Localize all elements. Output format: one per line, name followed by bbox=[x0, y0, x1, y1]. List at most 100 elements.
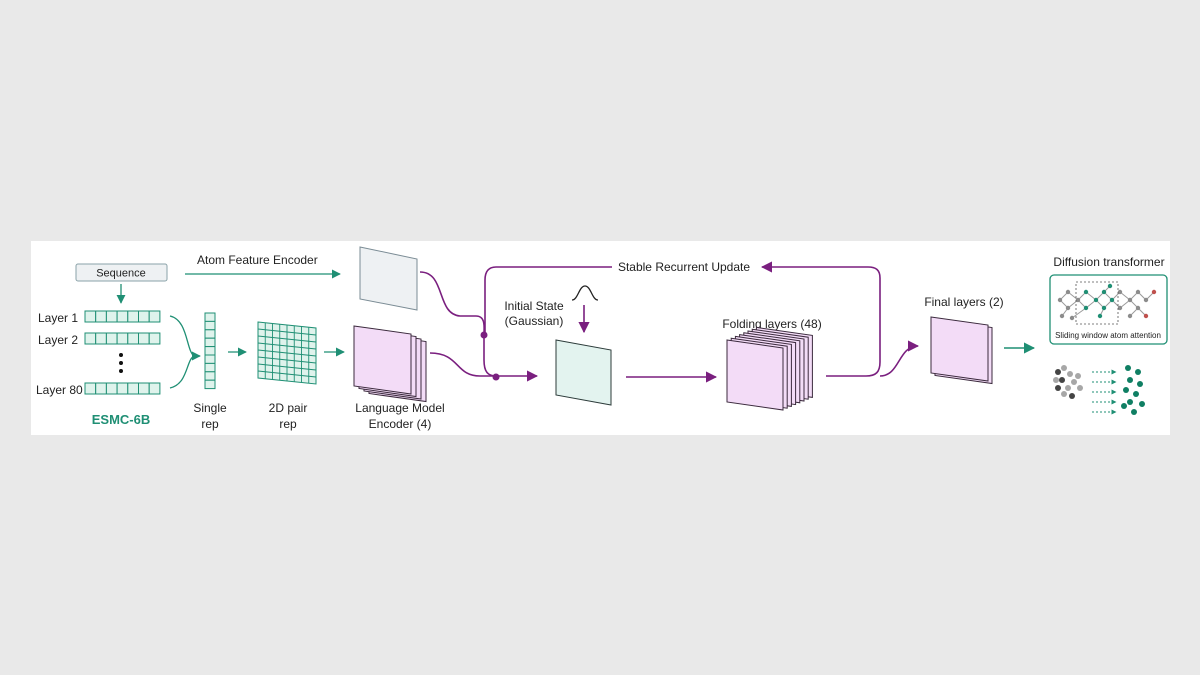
lm-encoder-stack bbox=[353, 325, 427, 403]
sliding-window-label: Sliding window atom attention bbox=[1055, 331, 1161, 340]
layer-1-label: Layer 1 bbox=[38, 311, 78, 325]
single-rep-label-line1: Single bbox=[193, 401, 227, 415]
clean-atom bbox=[1125, 365, 1131, 371]
molecule-atom bbox=[1135, 305, 1141, 311]
clean-atom bbox=[1135, 369, 1141, 375]
gaussian-curve-icon bbox=[571, 285, 599, 301]
molecule-atom bbox=[1127, 297, 1133, 303]
pair-grid-line bbox=[257, 356, 317, 364]
layer-cell bbox=[95, 332, 107, 345]
lm-encoder-label-line1: Language Model bbox=[355, 401, 444, 415]
molecule-atom bbox=[1101, 305, 1107, 311]
noisy-atom bbox=[1055, 385, 1061, 391]
layer-cell bbox=[105, 382, 118, 395]
clean-atom bbox=[1127, 399, 1133, 405]
initial-state-label-line1: Initial State bbox=[504, 299, 564, 313]
noisy-atom bbox=[1061, 365, 1067, 371]
lm-to-state-arrow bbox=[429, 352, 539, 382]
noisy-atom bbox=[1061, 391, 1067, 397]
pair-grid-line bbox=[257, 363, 317, 371]
single-rep-cell bbox=[204, 346, 216, 356]
folding-layers-label: Folding layers (48) bbox=[722, 317, 821, 331]
molecule-atom bbox=[1065, 305, 1071, 311]
single-rep-cell bbox=[204, 354, 216, 364]
clean-atom bbox=[1127, 377, 1133, 383]
single-rep-cell bbox=[204, 379, 216, 390]
pair-rep-label-line2: rep bbox=[279, 417, 297, 431]
molecule-atom bbox=[1135, 289, 1141, 295]
layer-cell bbox=[95, 382, 107, 395]
layer-cell bbox=[105, 332, 118, 345]
clean-atom bbox=[1121, 403, 1127, 409]
layer-cell bbox=[148, 332, 161, 345]
noisy-atom bbox=[1077, 385, 1083, 391]
stable-recurrent-update-label: Stable Recurrent Update bbox=[618, 260, 750, 274]
sliding-window-box: Sliding window atom attention bbox=[1049, 274, 1168, 345]
single-rep-cell bbox=[204, 362, 216, 373]
pair-rep-label-line1: 2D pair bbox=[269, 401, 308, 415]
layer-cell bbox=[138, 310, 150, 323]
molecule-atom bbox=[1127, 313, 1133, 319]
recurrent-down-connector bbox=[483, 335, 497, 377]
layer-cell bbox=[84, 310, 97, 323]
clean-atom bbox=[1131, 409, 1137, 415]
noisy-atom bbox=[1069, 393, 1075, 399]
layer-cell bbox=[127, 382, 140, 395]
folding-layer-panel bbox=[726, 339, 784, 411]
esmc-layer-rows bbox=[84, 310, 161, 395]
noisy-atom bbox=[1053, 377, 1059, 383]
layer-cell bbox=[84, 382, 97, 395]
molecule-atom bbox=[1107, 283, 1113, 289]
layer-cell bbox=[127, 332, 140, 345]
vertical-ellipsis bbox=[119, 353, 123, 373]
folding-layers-stack bbox=[726, 326, 813, 411]
layer-cell bbox=[116, 332, 129, 345]
molecule-atom bbox=[1093, 297, 1099, 303]
clean-atom bbox=[1139, 401, 1145, 407]
layer-cell bbox=[95, 310, 107, 323]
clean-atom bbox=[1137, 381, 1143, 387]
sequence-label: Sequence bbox=[96, 268, 146, 280]
merge-curve-bottom bbox=[169, 355, 195, 389]
layer-cell bbox=[138, 382, 150, 395]
clean-atom bbox=[1123, 387, 1129, 393]
molecule-atom bbox=[1059, 313, 1065, 319]
final-layers-stack bbox=[930, 316, 993, 385]
noisy-atom bbox=[1075, 373, 1081, 379]
single-rep-cell bbox=[204, 320, 216, 331]
molecule-atom bbox=[1143, 313, 1149, 319]
molecule-atom bbox=[1075, 297, 1081, 303]
layer-cell bbox=[148, 310, 161, 323]
recurrent-loop-right bbox=[760, 261, 881, 377]
noisy-atom bbox=[1059, 377, 1065, 383]
molecule-atom bbox=[1109, 297, 1115, 303]
molecule-atom bbox=[1083, 305, 1089, 311]
molecule-bond bbox=[1071, 307, 1087, 319]
sequence-box: Sequence bbox=[75, 263, 168, 282]
final-layers-label: Final layers (2) bbox=[924, 295, 1003, 309]
single-rep-column bbox=[204, 312, 216, 390]
layer-cell bbox=[84, 332, 97, 345]
atom-feature-encoder-label: Atom Feature Encoder bbox=[197, 253, 318, 267]
folding-to-final-arrow bbox=[879, 340, 920, 377]
molecule-atom bbox=[1069, 315, 1075, 321]
molecule-atom bbox=[1057, 297, 1063, 303]
single-rep-cell bbox=[204, 337, 216, 348]
atom-to-state-connector bbox=[419, 271, 485, 335]
noisy-atom bbox=[1071, 379, 1077, 385]
pair-grid-line bbox=[257, 370, 317, 378]
layer-cell bbox=[148, 382, 161, 395]
junction-dot-lower bbox=[492, 373, 500, 381]
molecule-graphic bbox=[1057, 283, 1157, 321]
noisy-atom bbox=[1067, 371, 1073, 377]
pair-rep-grid bbox=[257, 321, 317, 385]
noisy-atom bbox=[1055, 369, 1061, 375]
molecule-atom bbox=[1117, 289, 1123, 295]
layer-2-label: Layer 2 bbox=[38, 333, 78, 347]
layer-cell bbox=[138, 332, 150, 345]
layer-cell bbox=[105, 310, 118, 323]
layer-cell bbox=[127, 310, 140, 323]
lm-encoder-label-line2: Encoder (4) bbox=[369, 417, 432, 431]
diffusion-denoising-graphic bbox=[1053, 365, 1145, 415]
